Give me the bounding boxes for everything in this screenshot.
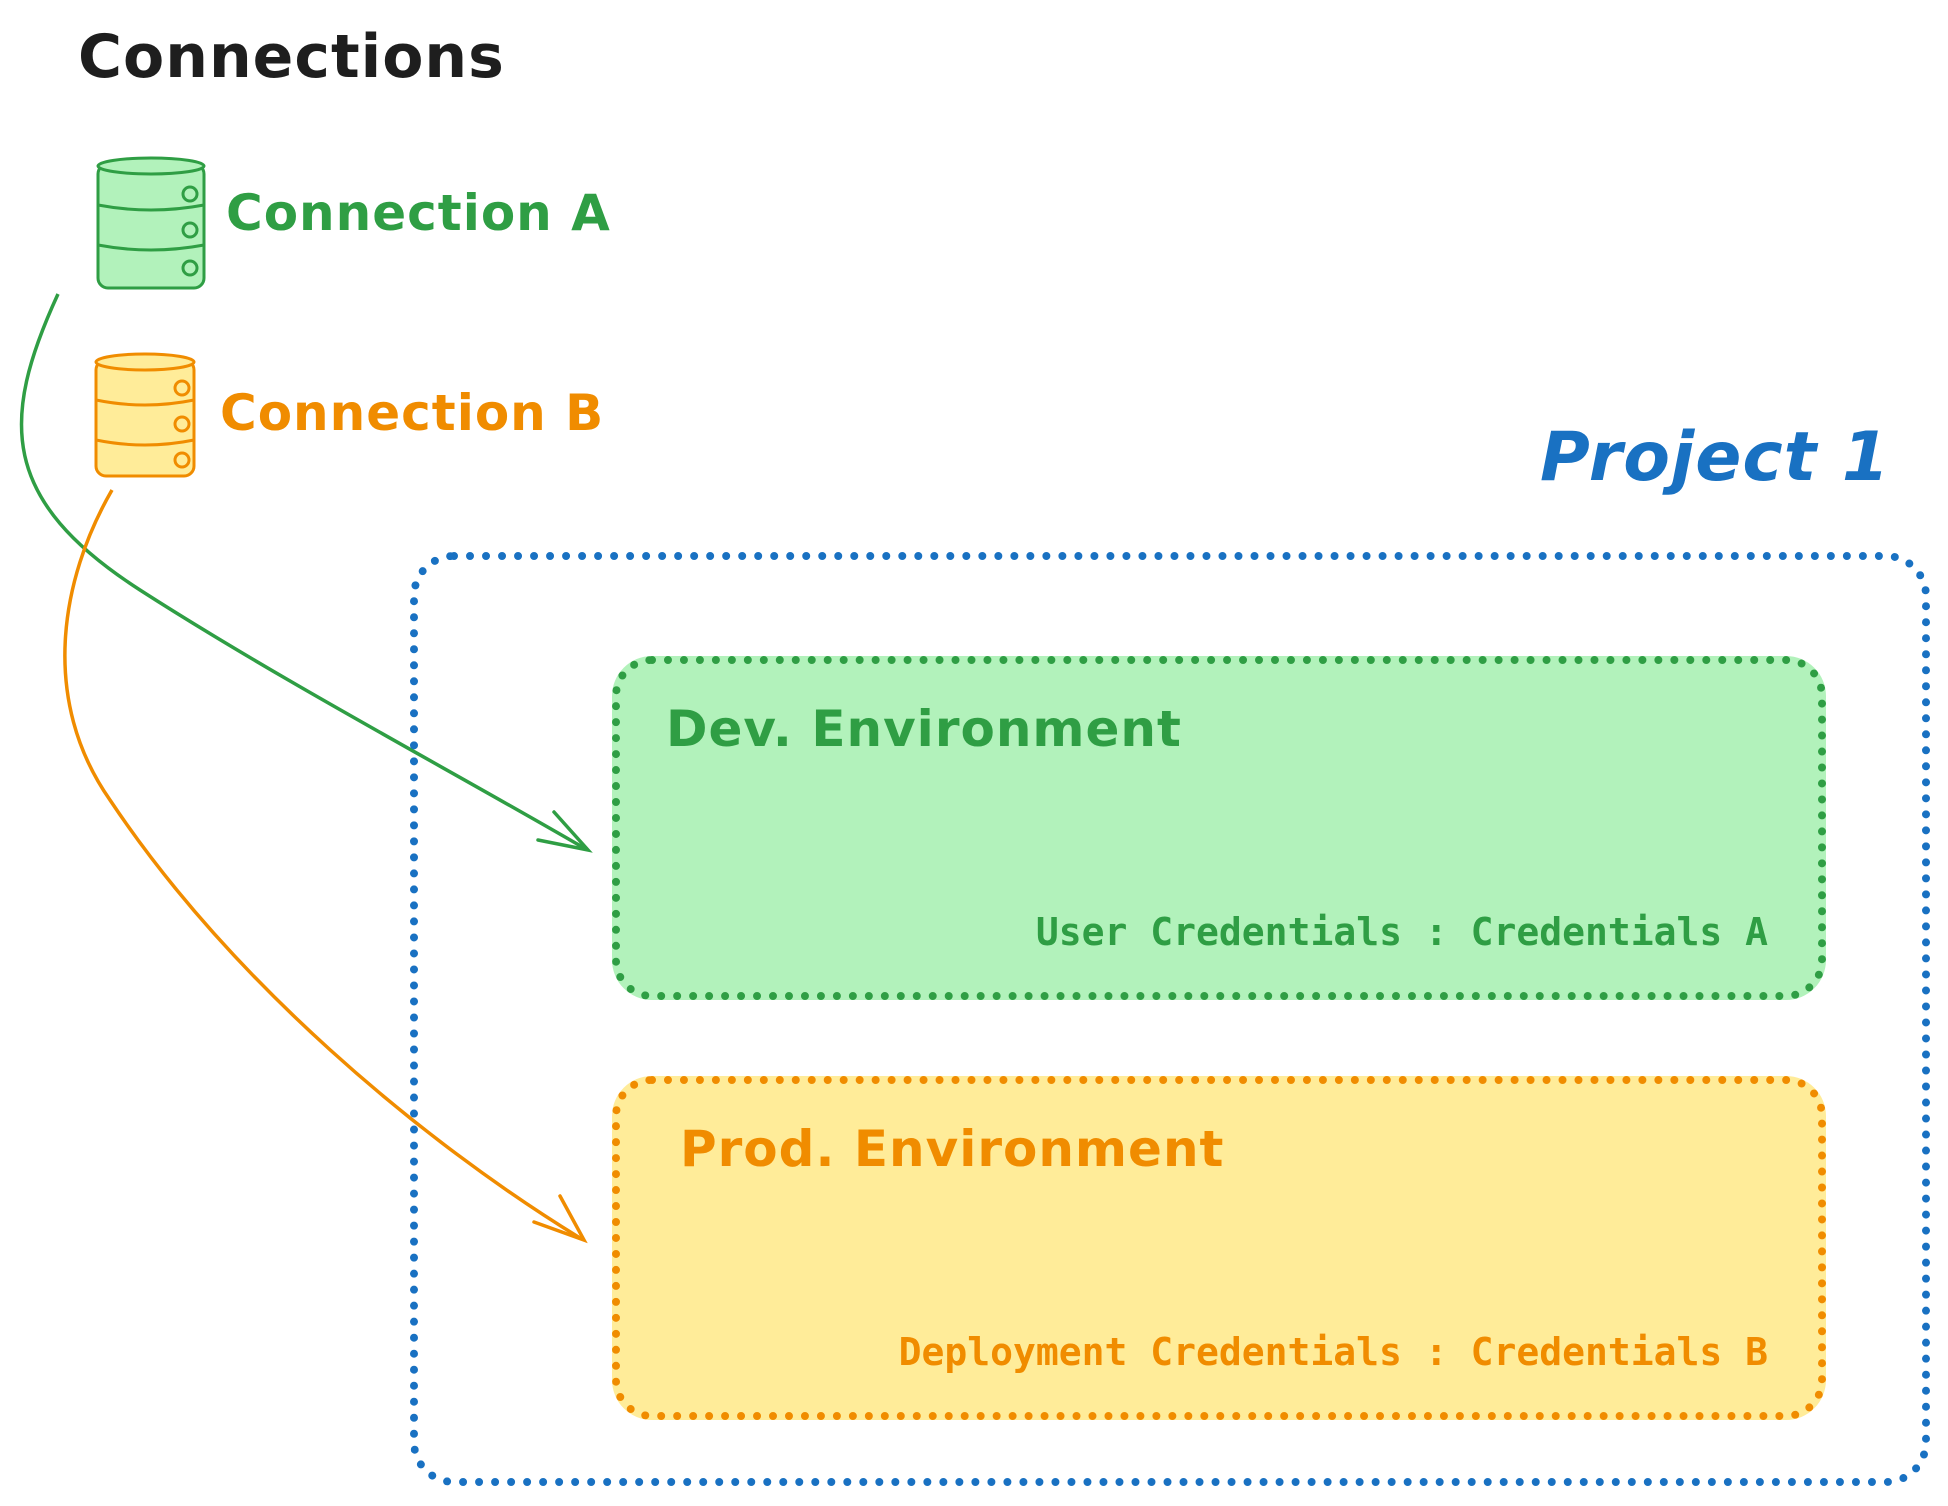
database-icon (96, 156, 206, 290)
project-label: Project 1 (1540, 418, 1891, 497)
arrowhead-orange (532, 1194, 588, 1244)
dev-environment-title: Dev. Environment (666, 700, 1182, 758)
arrow-connection-b-to-prod (63, 489, 581, 1240)
connection-a-label: Connection A (226, 184, 611, 242)
arrow-connection-a-to-dev (19, 293, 585, 850)
database-icon (94, 352, 196, 478)
arrowhead-green (536, 810, 593, 853)
dev-credentials-text: User Credentials : Credentials A (1035, 910, 1768, 954)
page-title: Connections (78, 22, 505, 92)
prod-environment-title: Prod. Environment (680, 1120, 1225, 1178)
prod-credentials-text: Deployment Credentials : Credentials B (898, 1330, 1768, 1374)
connection-b-label: Connection B (220, 384, 605, 442)
project-container (410, 552, 1930, 1486)
prod-environment-box: Prod. Environment Deployment Credentials… (612, 1076, 1826, 1420)
dev-environment-box: Dev. Environment User Credentials : Cred… (612, 656, 1826, 1000)
